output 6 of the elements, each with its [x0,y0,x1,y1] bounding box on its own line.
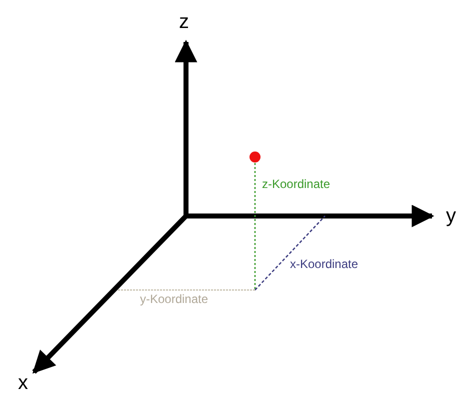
coordinate-label: x-Koordinate [290,258,358,270]
axis-label: y [446,206,456,226]
coordinate-label: y-Koordinate [140,293,208,305]
coordinate-label: z-Koordinate [262,178,330,190]
axis-label: z [179,12,189,32]
axis-label: x [18,373,28,393]
